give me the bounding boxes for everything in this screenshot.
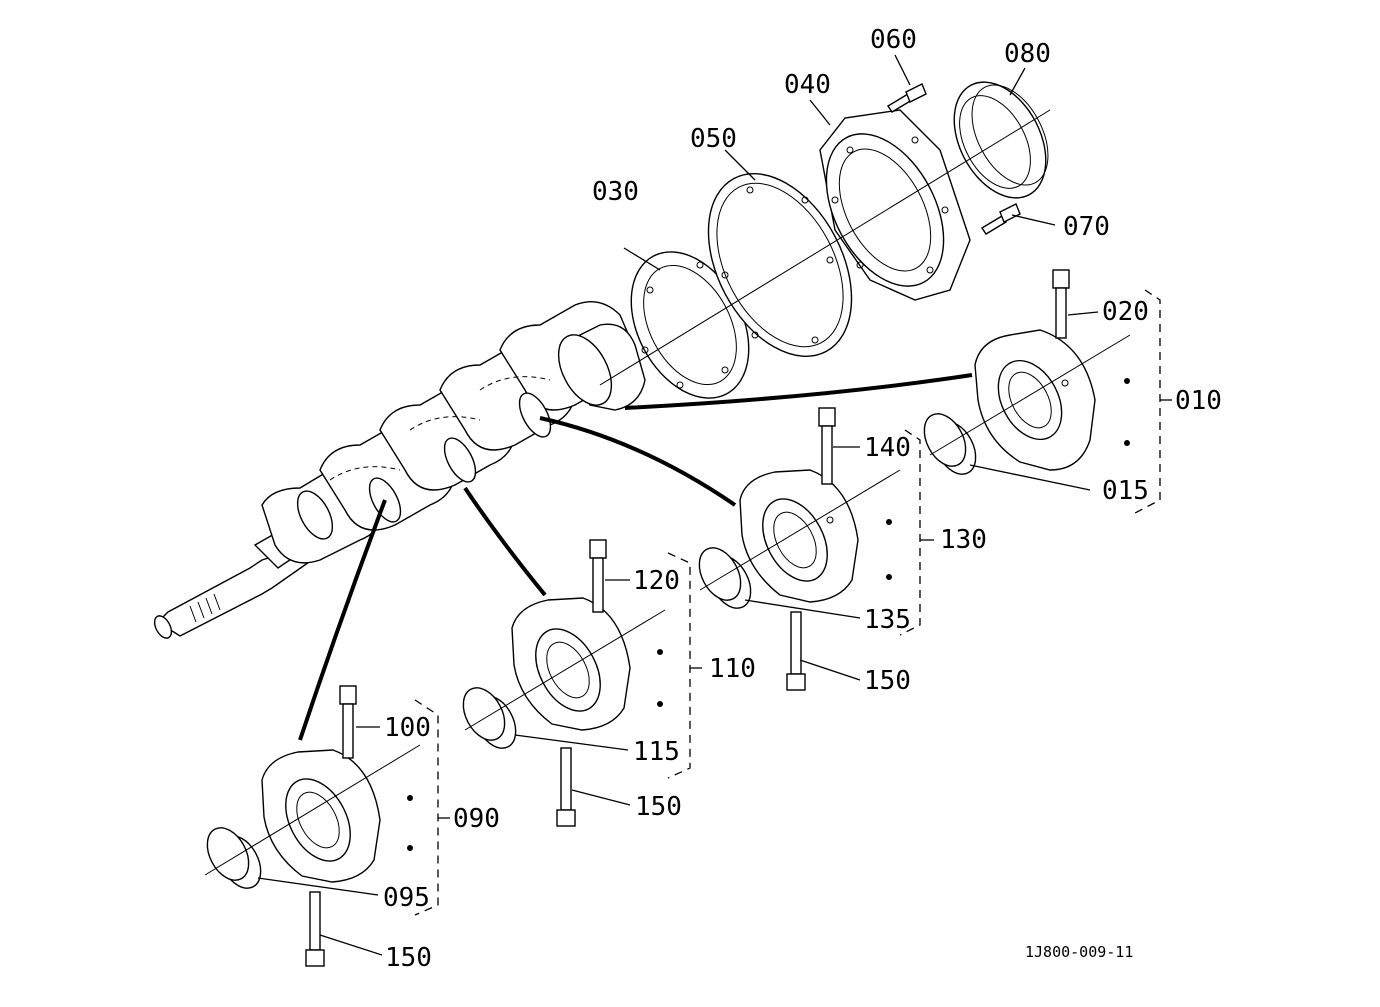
label-060: 060: [870, 25, 917, 55]
label-010: 010: [1175, 386, 1222, 416]
center-lines: [204, 109, 1131, 876]
assembly-arrows: [298, 373, 973, 741]
bearing-case-010: [974, 329, 1096, 471]
label-030: 030: [592, 177, 639, 207]
bearing-015: [923, 413, 977, 475]
bolt-100: [339, 685, 357, 759]
label-150-a: 150: [385, 943, 432, 973]
bolt-070: [981, 203, 1021, 235]
label-110: 110: [709, 654, 756, 684]
label-150-b: 150: [635, 792, 682, 822]
part-labels: 010 015 020 030 040 050 060 070 080 090 …: [383, 25, 1222, 973]
bolt-120: [589, 539, 607, 613]
label-020: 020: [1102, 297, 1149, 327]
label-050: 050: [690, 124, 737, 154]
label-120: 120: [633, 566, 680, 596]
bolt-150-a: [305, 891, 325, 967]
bolt-150-c: [556, 747, 576, 827]
gasket-050: [707, 173, 853, 357]
bolt-150-b: [786, 611, 806, 691]
label-100: 100: [384, 713, 431, 743]
bearing-case-090: [261, 749, 381, 883]
label-090: 090: [453, 804, 500, 834]
bearing-135: [698, 547, 752, 609]
crankshaft: [153, 301, 646, 639]
bearing-115: [462, 687, 517, 749]
diagram-reference-code: 1J800-009-11: [1025, 943, 1133, 961]
alignment-dots: [407, 378, 1130, 851]
label-135: 135: [864, 605, 911, 635]
label-115: 115: [633, 737, 680, 767]
label-070: 070: [1063, 212, 1110, 242]
label-140: 140: [864, 433, 911, 463]
group-brackets: [414, 289, 1172, 916]
label-015: 015: [1102, 476, 1149, 506]
label-080: 080: [1004, 39, 1051, 69]
bearing-case-130: [739, 469, 859, 603]
label-095: 095: [383, 883, 430, 913]
bolt-140: [818, 407, 836, 485]
label-130: 130: [940, 525, 987, 555]
label-150-c: 150: [864, 666, 911, 696]
bearing-case-110: [511, 597, 631, 731]
gasket-030: [630, 251, 750, 399]
leader-lines: [257, 54, 1099, 956]
bolt-020: [1052, 269, 1070, 339]
label-040: 040: [784, 70, 831, 100]
bolt-060: [887, 83, 927, 113]
